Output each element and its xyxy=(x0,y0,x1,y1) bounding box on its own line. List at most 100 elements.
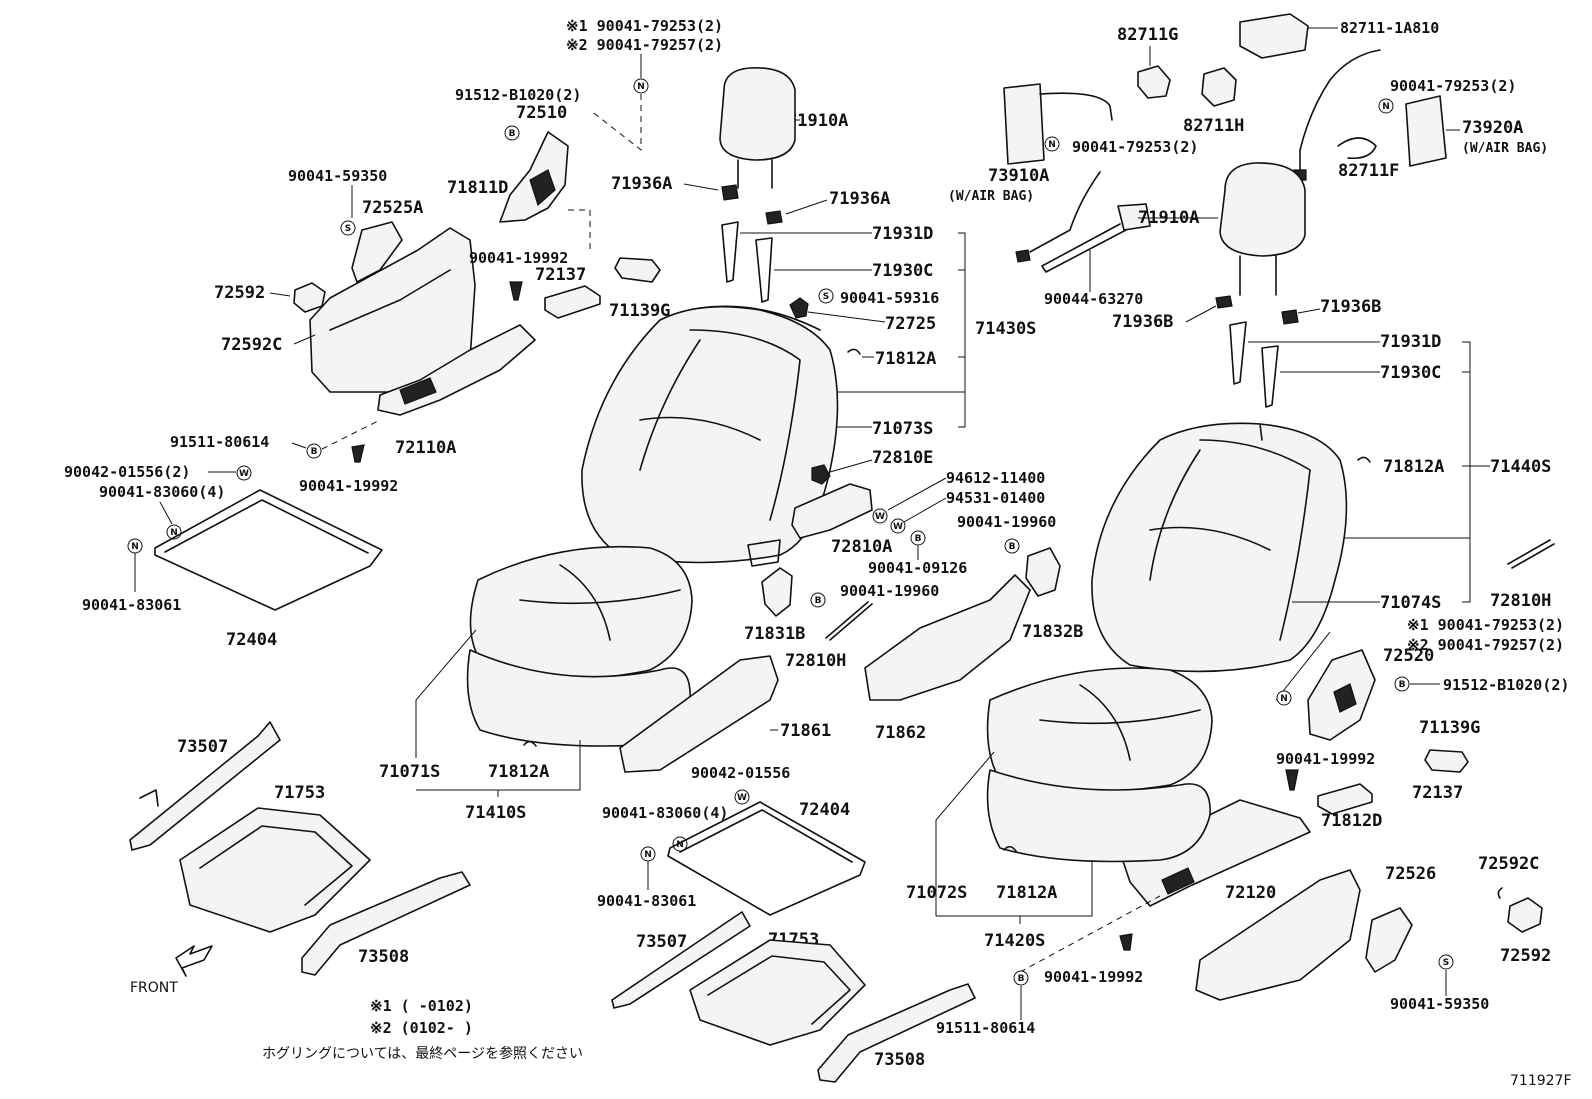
svg-text:W: W xyxy=(737,793,747,803)
wire-82711f xyxy=(1337,137,1377,160)
leader-94531-01400 xyxy=(903,497,947,523)
strap-71139g-a xyxy=(614,257,661,283)
label-foot-jp: ホグリングについては、最終ページを参照ください xyxy=(262,1045,583,1062)
nut-symbol: N xyxy=(127,538,143,554)
guide-71936a-left xyxy=(721,184,739,201)
label-90041-83060-4-b: 90041-83060(4) xyxy=(602,804,728,822)
label-90042-01556: 90042-01556 xyxy=(691,764,790,782)
cover-72526 xyxy=(1365,907,1413,973)
support-71930c-b xyxy=(1261,345,1279,408)
label-71812d: 71812D xyxy=(1321,811,1382,831)
side-cover-71861 xyxy=(619,655,779,773)
side-shield-72526 xyxy=(1195,869,1361,1001)
leader-right-notes xyxy=(1275,631,1331,701)
dashed-leader-recliner xyxy=(568,209,591,250)
svg-text:S: S xyxy=(1443,958,1449,968)
label-71072s: 71072S xyxy=(906,883,967,903)
bolt-symbol: B xyxy=(810,592,826,608)
label-82711-1a810: 82711-1A810 xyxy=(1340,19,1439,37)
nut-symbol: N xyxy=(1276,690,1292,706)
label-71812a-a: 71812A xyxy=(875,349,936,369)
seat-back-71073s-bracket xyxy=(747,539,781,567)
label-90041-19992-c: 90041-19992 xyxy=(1276,750,1375,768)
label-71071s: 71071S xyxy=(379,762,440,782)
label-71936a-right: 71936A xyxy=(829,189,890,209)
label-73508-b: 73508 xyxy=(874,1050,925,1070)
hog-ring-71812a-b xyxy=(523,740,537,747)
bracket-71420s xyxy=(936,860,1093,924)
label-72725: 72725 xyxy=(885,314,936,334)
side-shield-71811d xyxy=(309,227,476,393)
leader-72725 xyxy=(807,311,886,323)
label-top-note1: ※1 90041-79253(2) xyxy=(566,17,723,35)
label-72404-a: 72404 xyxy=(226,630,277,650)
label-90041-83060-4-a: 90041-83060(4) xyxy=(99,483,225,501)
seat-cushion-71071s-top xyxy=(469,545,693,679)
label-71139g-a: 71139G xyxy=(609,301,670,321)
seat-back-71073s-seams xyxy=(639,329,801,521)
label-71073s: 71073S xyxy=(872,419,933,439)
label-72810h-b: 72810H xyxy=(1490,591,1551,611)
label-73507-b: 73507 xyxy=(636,932,687,952)
knob-72592-b xyxy=(1507,897,1543,933)
svg-text:B: B xyxy=(509,129,516,139)
tray-71753-b xyxy=(689,939,866,1046)
svg-text:S: S xyxy=(345,224,351,234)
label-72137-a: 72137 xyxy=(535,265,586,285)
nut-symbol: N xyxy=(640,846,656,862)
screw-symbol: S xyxy=(1438,954,1454,970)
bolt-90041-19992-d xyxy=(1119,933,1133,951)
hog-ring-71812a-d xyxy=(1003,845,1017,852)
label-71812a-c: 71812A xyxy=(1383,457,1444,477)
label-front: FRONT xyxy=(130,980,178,996)
label-71910a-a: 71910A xyxy=(787,111,848,131)
label-72510: 72510 xyxy=(516,103,567,123)
svg-text:N: N xyxy=(1280,694,1288,704)
bolt-symbol: B xyxy=(1004,538,1020,554)
svg-text:B: B xyxy=(1399,680,1406,690)
recliner-72510-mechanism xyxy=(529,169,556,207)
svg-text:B: B xyxy=(1018,974,1025,984)
bracket-73508-b xyxy=(817,983,976,1083)
svg-text:W: W xyxy=(239,469,249,479)
cover-71831b xyxy=(761,567,793,617)
label-72526: 72526 xyxy=(1385,864,1436,884)
seat-cushion-71072s-base xyxy=(986,769,1211,863)
tie-strap-90044-63270 xyxy=(1041,223,1127,273)
svg-text:B: B xyxy=(915,534,922,544)
leader-71071s xyxy=(415,629,477,758)
label-82711h: 82711H xyxy=(1183,116,1244,136)
label-71931d-b: 71931D xyxy=(1380,332,1441,352)
label-71831b: 71831B xyxy=(744,624,805,644)
label-71430s: 71430S xyxy=(975,319,1036,339)
support-71931d-a xyxy=(721,221,739,283)
nut-symbol: N xyxy=(1378,98,1394,114)
label-90041-59350-b: 90041-59350 xyxy=(1390,995,1489,1013)
leader-71936b-right xyxy=(1297,308,1321,314)
bolt-90041-19992-a xyxy=(509,281,523,301)
label-top-note2: ※2 90041-79257(2) xyxy=(566,36,723,54)
leader-72592c xyxy=(293,334,316,345)
label-71930c-a: 71930C xyxy=(872,261,933,281)
label-71936b-right: 71936B xyxy=(1320,297,1381,317)
label-figure-code: 711927F xyxy=(1510,1073,1572,1089)
label-71410s: 71410S xyxy=(465,803,526,823)
label-90041-19992-d: 90041-19992 xyxy=(1044,968,1143,986)
hog-ring-71812a-a xyxy=(847,348,861,355)
support-71930c-a xyxy=(755,237,773,303)
seat-back-71074s-seams xyxy=(1149,439,1311,641)
label-71936a-left: 71936A xyxy=(611,174,672,194)
label-90041-19960-b: 90041-19960 xyxy=(840,582,939,600)
washer-symbol: W xyxy=(872,508,888,524)
airbag-module-73910a xyxy=(1003,83,1045,165)
label-72520: 72520 xyxy=(1383,646,1434,666)
tray-71753-a-rim xyxy=(199,825,353,906)
adjuster-72110a-block xyxy=(399,377,437,405)
label-72592c-b: 72592C xyxy=(1478,854,1539,874)
hog-ring-71812a-c xyxy=(1357,456,1371,463)
label-90041-09126: 90041-09126 xyxy=(868,559,967,577)
label-90041-19992-b: 90041-19992 xyxy=(299,477,398,495)
seat-cushion-71072s-top xyxy=(986,667,1213,793)
